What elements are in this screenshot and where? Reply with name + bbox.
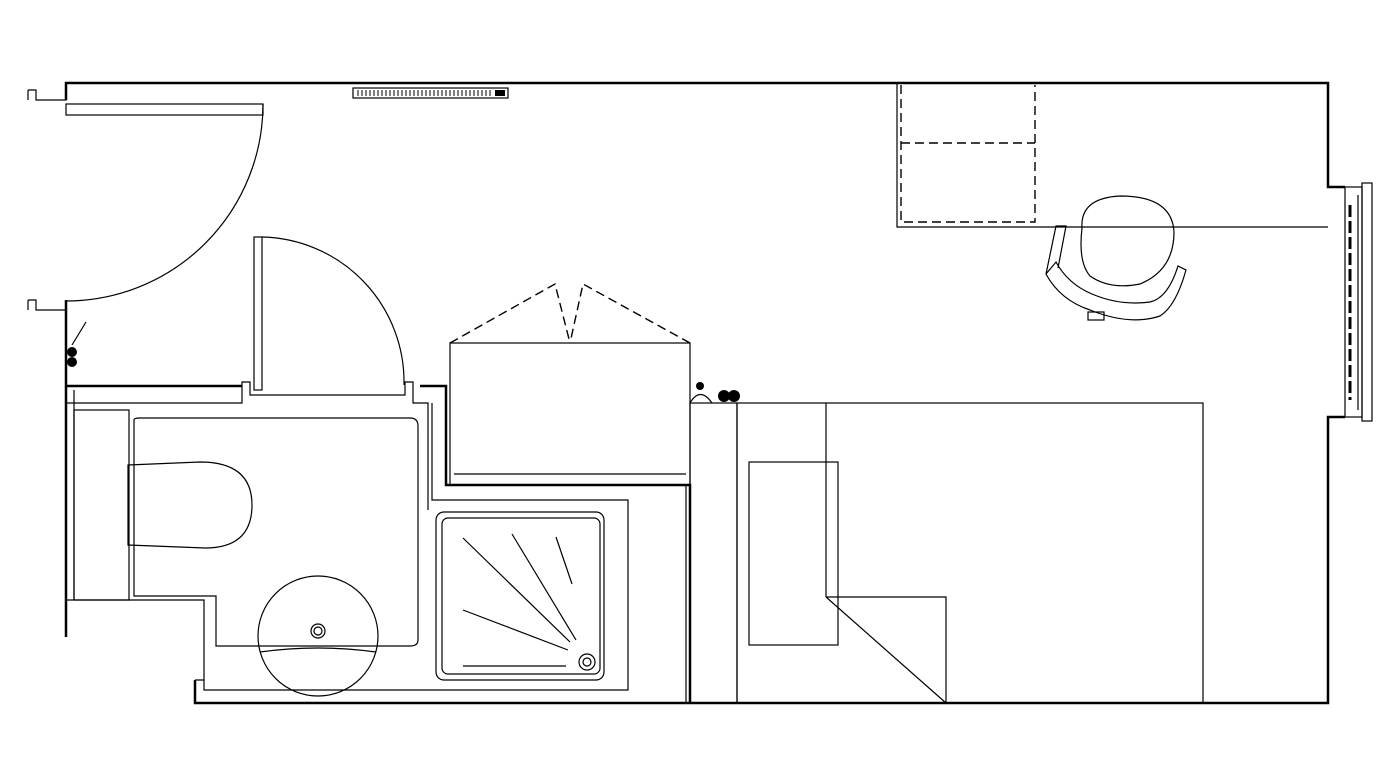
toilet bbox=[127, 461, 253, 549]
sink bbox=[257, 575, 379, 697]
light-switch-icon bbox=[67, 347, 77, 357]
desk bbox=[896, 83, 1328, 228]
entry-door bbox=[65, 103, 264, 367]
outer-walls bbox=[64, 81, 1345, 705]
shower-tray bbox=[435, 511, 605, 681]
entry-door-jambs bbox=[27, 89, 67, 311]
folded-sheet bbox=[825, 596, 947, 705]
closet bbox=[449, 282, 740, 486]
pillow bbox=[748, 461, 839, 646]
desk-chair bbox=[1045, 195, 1187, 321]
bathroom-door bbox=[253, 236, 405, 391]
bed bbox=[736, 402, 1204, 705]
window bbox=[1344, 182, 1373, 422]
vent-grille bbox=[352, 87, 509, 99]
bathroom-walls bbox=[66, 381, 692, 703]
nightstand bbox=[689, 402, 738, 704]
